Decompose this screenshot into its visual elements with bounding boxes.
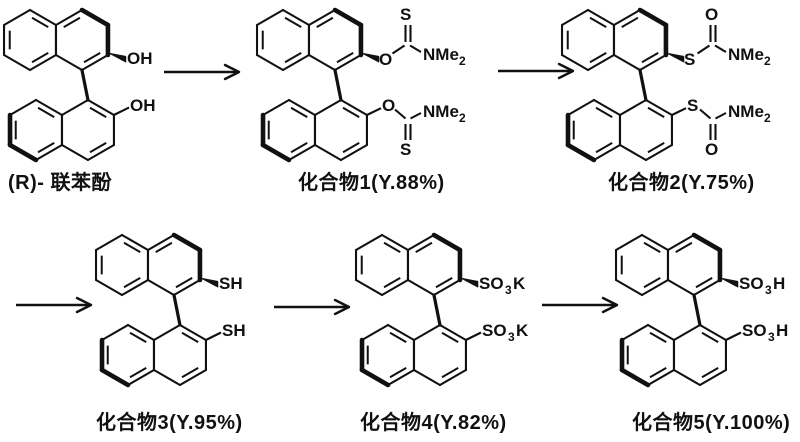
right-arrow-icon xyxy=(164,63,241,81)
wedge-bond xyxy=(665,52,685,63)
single-bond xyxy=(465,331,482,341)
single-bond xyxy=(696,44,711,55)
sulfonate-subscript-top: 3 xyxy=(505,283,512,297)
right-arrow-icon xyxy=(274,298,351,316)
binaphthyl-skeleton xyxy=(354,232,467,388)
single-bond xyxy=(715,112,727,120)
sulfonate-label-bottom: SO xyxy=(482,321,507,340)
binaphthyl-skeleton xyxy=(2,7,115,163)
single-bond xyxy=(714,44,727,53)
single-bond xyxy=(366,107,382,116)
sulfonate-subscript-bottom: 3 xyxy=(508,330,515,344)
right-arrow-icon xyxy=(16,296,93,314)
reaction-arrow-3 xyxy=(14,295,94,320)
atom-label-terminal-top: O xyxy=(705,5,718,24)
caption-binaphthol: (R)- 联苯酚 xyxy=(8,172,112,194)
single-bond xyxy=(394,108,407,120)
binaphthyl-skeleton xyxy=(255,7,368,163)
sulfonate-counterion-top: H xyxy=(773,274,785,293)
atom-label-terminal-top: S xyxy=(400,5,411,24)
atom-label-terminal-bottom: O xyxy=(705,140,718,159)
sulfonate-subscript-top: 3 xyxy=(765,283,772,297)
right-arrow-icon xyxy=(542,296,619,314)
structure-compound-3: SH SH xyxy=(92,225,292,395)
amine-subscript-top: 2 xyxy=(459,54,466,68)
atom-label-terminal-bottom: S xyxy=(400,140,411,159)
caption-compound-4: 化合物4(Y.82%) xyxy=(360,412,507,434)
sulfonate-counterion-bottom: H xyxy=(776,321,788,340)
single-bond xyxy=(205,331,222,341)
single-bond xyxy=(671,107,687,116)
atom-label-amine-bottom: NMe xyxy=(728,102,764,121)
binaphthyl-skeleton xyxy=(614,232,727,388)
sulfonate-subscript-bottom: 3 xyxy=(768,330,775,344)
caption-compound-5: 化合物5(Y.100%) xyxy=(632,412,791,434)
single-bond xyxy=(410,112,422,120)
sulfonate-label-top: SO xyxy=(739,274,764,293)
atom-label-amine-top: NMe xyxy=(423,45,459,64)
atom-label-oh-bottom: OH xyxy=(130,96,156,115)
compound-5-drawing: SO 3 H SO 3 H xyxy=(614,232,788,388)
atom-label-sh-top: SH xyxy=(219,274,243,293)
caption-compound-2: 化合物2(Y.75%) xyxy=(608,172,755,194)
amine-subscript-top: 2 xyxy=(764,54,771,68)
sulfonate-label-bottom: SO xyxy=(742,321,767,340)
single-bond xyxy=(409,44,422,53)
reaction-arrow-4 xyxy=(272,297,352,322)
binaphthyl-skeleton xyxy=(94,232,207,388)
atom-label-oh-top: OH xyxy=(127,49,153,68)
sulfonate-label-top: SO xyxy=(479,274,504,293)
wedge-bond xyxy=(199,277,219,288)
sulfonate-counterion-top: K xyxy=(513,274,526,293)
structure-compound-4: SO 3 K SO 3 K xyxy=(352,225,552,395)
amine-subscript-bottom: 2 xyxy=(459,111,466,125)
structure-compound-5: SO 3 H SO 3 H xyxy=(612,225,800,395)
atom-label-amine-top: NMe xyxy=(728,45,764,64)
reaction-arrow-1 xyxy=(162,62,242,87)
compound-4-drawing: SO 3 K SO 3 K xyxy=(354,232,529,388)
atom-label-link-bottom: O xyxy=(382,96,395,115)
compound-2-drawing: S O NMe 2 S O NMe 2 xyxy=(560,5,771,163)
single-bond xyxy=(391,44,406,55)
reaction-arrow-5 xyxy=(540,295,620,320)
caption-compound-1: 化合物1(Y.88%) xyxy=(298,172,445,194)
structure-compound-1: O S NMe 2 O S NMe 2 xyxy=(253,0,493,170)
reaction-arrow-2 xyxy=(496,61,576,86)
wedge-bond xyxy=(107,52,127,63)
amine-subscript-bottom: 2 xyxy=(764,111,771,125)
wedge-bond xyxy=(459,277,479,288)
atom-label-link-top: O xyxy=(379,50,392,69)
atom-label-link-top: S xyxy=(684,50,695,69)
right-arrow-icon xyxy=(498,62,575,80)
single-bond xyxy=(725,331,742,341)
atom-label-link-bottom: S xyxy=(687,96,698,115)
binaphthyl-skeleton xyxy=(560,7,673,163)
binaphthol-drawing: OH OH xyxy=(2,7,156,163)
wedge-bond xyxy=(719,277,739,288)
atom-label-sh-bottom: SH xyxy=(222,321,246,340)
sulfonate-counterion-bottom: K xyxy=(516,321,529,340)
single-bond xyxy=(113,106,130,116)
single-bond xyxy=(699,108,712,120)
compound-3-drawing: SH SH xyxy=(94,232,246,388)
wedge-bond xyxy=(360,52,380,63)
caption-compound-3: 化合物3(Y.95%) xyxy=(96,412,243,434)
atom-label-amine-bottom: NMe xyxy=(423,102,459,121)
structure-compound-2: S O NMe 2 S O NMe 2 xyxy=(558,0,798,170)
structure-binaphthol: OH OH xyxy=(0,0,200,170)
compound-1-drawing: O S NMe 2 O S NMe 2 xyxy=(255,5,466,163)
